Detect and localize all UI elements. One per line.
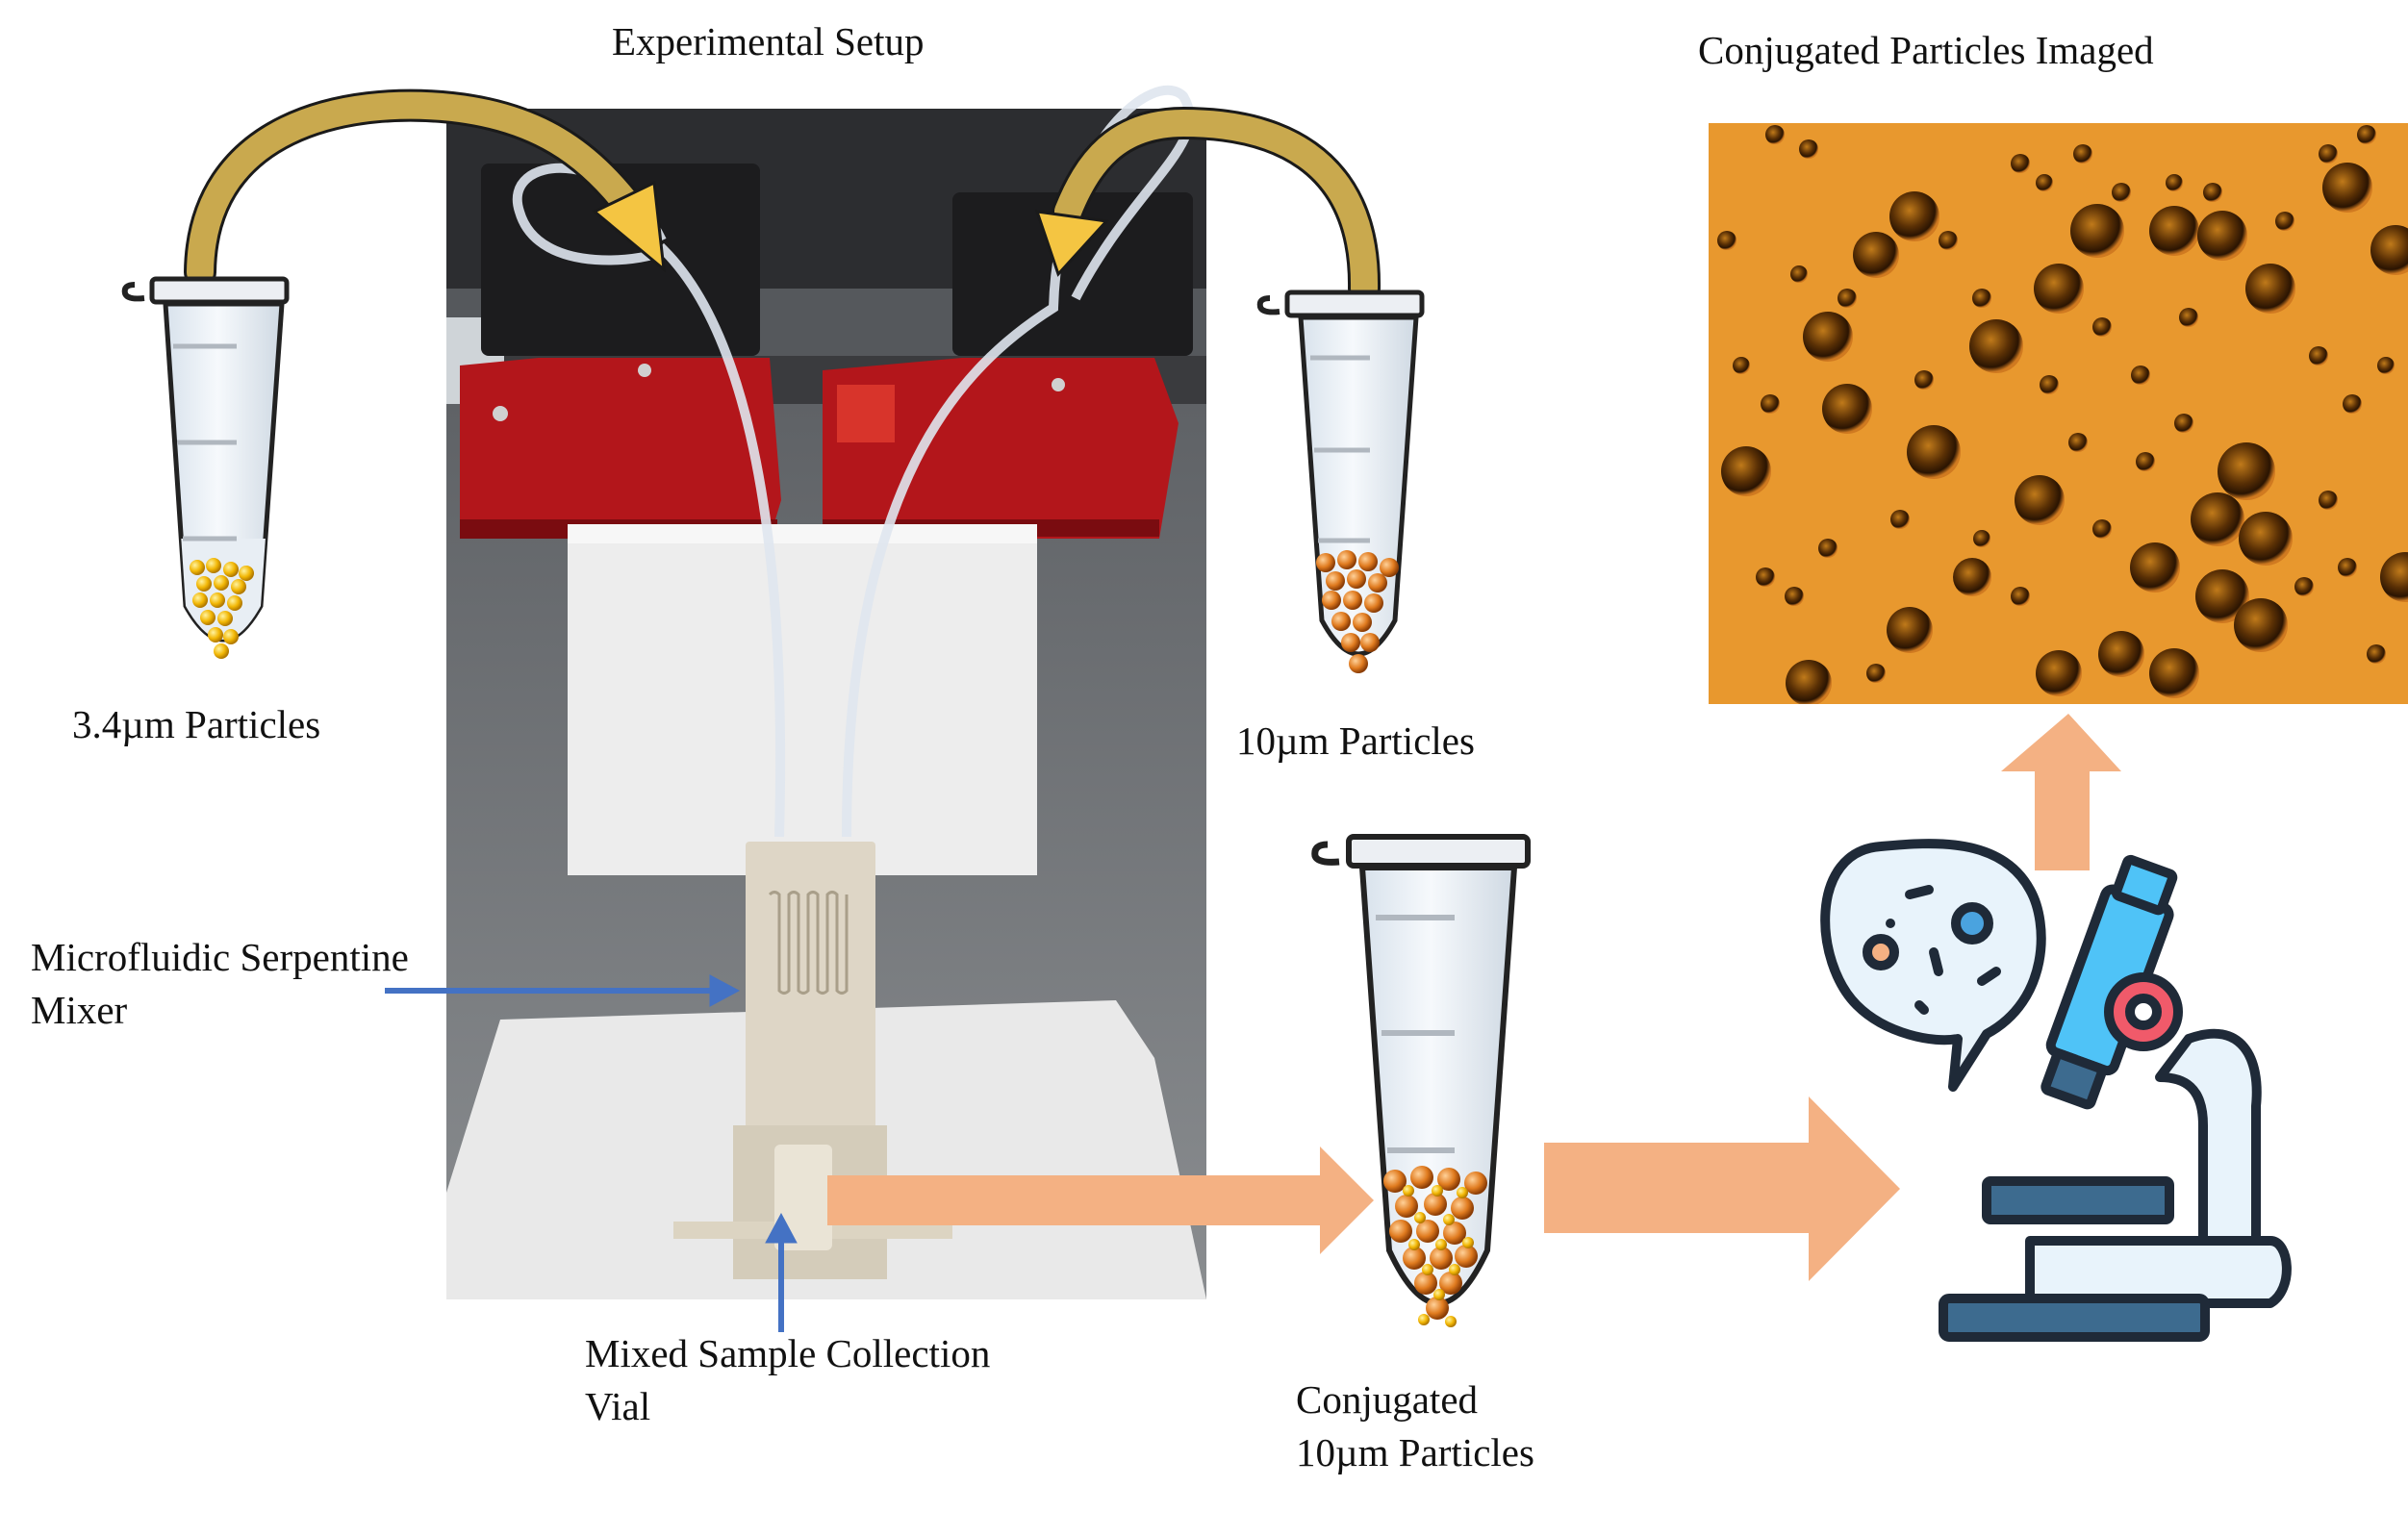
- tube-conjugated-icon: [1311, 834, 1531, 1327]
- imaged-title: Conjugated Particles Imaged: [1698, 28, 2154, 72]
- tube-large-particles-icon: [1256, 290, 1425, 673]
- tube-small-particles-icon: [121, 276, 290, 659]
- conjugated-particle-cluster: [1383, 1166, 1487, 1327]
- large-particle-cluster: [1316, 550, 1399, 673]
- mixer-label: Microfluidic Serpentine Mixer: [31, 931, 409, 1038]
- vial-label-line1: Mixed Sample Collection: [585, 1331, 991, 1375]
- conjugated-label-line2: 10µm Particles: [1296, 1430, 1534, 1475]
- small-particle-cluster: [190, 558, 254, 659]
- curved-arrow-right: [1034, 106, 1381, 305]
- flow-arrow-microscope-to-image: [2001, 714, 2121, 870]
- conjugated-label-line1: Conjugated: [1296, 1377, 1479, 1422]
- mixer-pointer-arrow: [385, 974, 741, 1007]
- flow-arrow-tube-to-microscope: [1544, 1096, 1900, 1281]
- flow-arrow-vial-to-tube: [827, 1146, 1374, 1254]
- vial-pointer-arrow: [765, 1212, 798, 1332]
- micrograph-image: [1709, 123, 2408, 704]
- mixer-label-line1: Microfluidic Serpentine: [31, 935, 409, 979]
- mixer-label-line2: Mixer: [31, 988, 128, 1033]
- small-particles-label: 3.4µm Particles: [72, 702, 321, 746]
- setup-title: Experimental Setup: [612, 19, 925, 63]
- vial-label-line2: Vial: [585, 1384, 651, 1429]
- large-particles-label: 10µm Particles: [1236, 718, 1475, 763]
- bacteria-speech-bubble-icon: [1820, 839, 2046, 1092]
- syringe-pump-right: [823, 192, 1193, 539]
- curved-arrow-left: [184, 88, 666, 289]
- vial-label: Mixed Sample Collection Vial: [585, 1327, 990, 1434]
- microscope-icon: [1820, 839, 2292, 1342]
- setup-photo: [446, 85, 1206, 1299]
- conjugated-label: Conjugated 10µm Particles: [1296, 1373, 1534, 1480]
